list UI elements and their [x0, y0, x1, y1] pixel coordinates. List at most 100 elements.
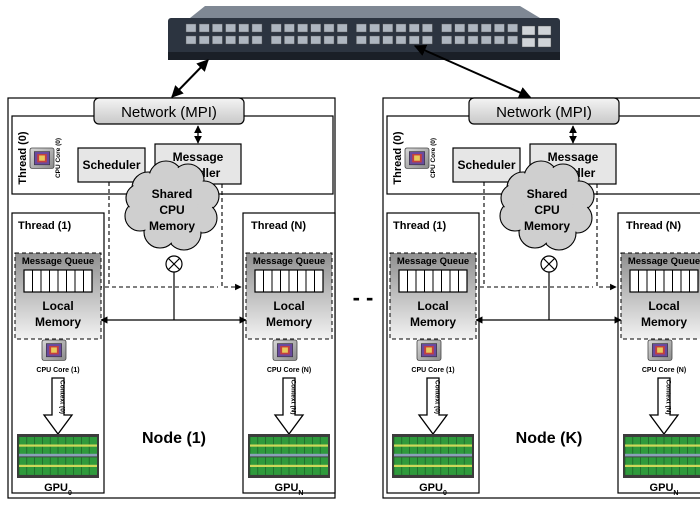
switch-uplink-port: [537, 25, 552, 36]
switch-port: [198, 23, 210, 33]
switch-port: [454, 23, 465, 33]
switch-port: [238, 35, 250, 45]
local-memory-line1: Local: [273, 299, 304, 313]
network-switch-icon: [168, 6, 560, 60]
thread-title: Thread (N): [626, 220, 681, 232]
switch-port: [337, 23, 348, 33]
switch-port: [198, 35, 210, 45]
switch-port: [297, 23, 308, 33]
cpu-chip-icon: [647, 339, 673, 361]
switch-port: [395, 35, 407, 45]
switch-port: [212, 23, 223, 33]
switch-port: [323, 23, 335, 33]
switch-port: [356, 35, 367, 45]
link-arrow-node1: [171, 59, 209, 98]
message-queue-label: Message Queue: [628, 256, 700, 267]
switch-port: [467, 35, 479, 45]
shared-memory-line2: CPU: [159, 203, 184, 217]
gpu-board-icon: [623, 434, 700, 478]
gpu-label: GPU0: [44, 482, 72, 497]
context-label: Context (N): [665, 379, 672, 414]
cpu-core-label: CPU Core (1): [411, 367, 454, 374]
switch-port: [284, 23, 295, 33]
switch-port: [185, 35, 197, 45]
shared-memory-line3: Memory: [149, 219, 195, 233]
message-queue-label: Message Queue: [397, 256, 469, 267]
context-arrow-icon: [42, 377, 74, 436]
switch-port: [356, 23, 367, 33]
switch-port: [507, 23, 518, 33]
switch-port: [297, 35, 308, 45]
cpu-chip-icon: [41, 339, 67, 361]
switch-port: [409, 35, 420, 45]
node-title: Node (1): [142, 430, 206, 447]
cpu-core-0-label: CPU Core (0): [55, 138, 62, 178]
switch-port: [467, 23, 479, 33]
switch-uplink-port: [521, 25, 536, 36]
switch-port: [441, 35, 452, 45]
scheduler-label: Scheduler: [82, 158, 140, 172]
context-label: Context (0): [59, 380, 66, 414]
node-ellipsis: - -: [353, 285, 374, 310]
switch-port: [238, 23, 250, 33]
message-queue-label: Message Queue: [22, 256, 94, 267]
local-memory-line2: Memory: [35, 315, 81, 329]
scheduler-label: Scheduler: [457, 158, 515, 172]
switch-uplink-port: [537, 37, 552, 48]
switch-port: [441, 23, 452, 33]
switch-port: [454, 35, 465, 45]
switch-port: [225, 35, 236, 45]
message-handler-line1: Message: [548, 150, 599, 164]
shared-memory-line2: CPU: [534, 203, 559, 217]
switch-port: [212, 35, 223, 45]
switch-port: [323, 35, 335, 45]
shared-memory-line3: Memory: [524, 219, 570, 233]
local-memory-line2: Memory: [410, 315, 456, 329]
network-mpi-box: [468, 97, 620, 125]
switch-port: [284, 35, 295, 45]
context-label: Context (N): [290, 379, 297, 414]
switch-port: [251, 23, 263, 33]
context-arrow-icon: [648, 377, 680, 436]
switch-port: [337, 35, 348, 45]
switch-port: [422, 23, 433, 33]
local-memory-line1: Local: [417, 299, 448, 313]
link-arrow-nodek: [413, 44, 532, 99]
gpu-label: GPUN: [650, 482, 679, 497]
local-memory-line2: Memory: [641, 315, 687, 329]
switch-port: [369, 23, 380, 33]
message-queue-label: Message Queue: [253, 256, 325, 267]
context-label: Context (0): [434, 380, 441, 414]
thread-title: Thread (1): [18, 220, 72, 232]
switch-port: [494, 35, 505, 45]
context-arrow-icon: [417, 377, 449, 436]
local-memory-line1: Local: [42, 299, 73, 313]
cpu-chip-icon: [416, 339, 442, 361]
thread-0-label: Thread (0): [392, 131, 404, 185]
switch-port: [271, 23, 282, 33]
node-title: Node (K): [516, 430, 583, 447]
network-mpi-label: Network (MPI): [496, 104, 592, 121]
switch-port: [422, 35, 433, 45]
thread-0-label: Thread (0): [17, 131, 29, 185]
gpu-board-icon: [392, 434, 474, 478]
switch-port: [507, 35, 518, 45]
switch-uplink-port: [521, 37, 536, 48]
network-mpi-label: Network (MPI): [121, 104, 217, 121]
shared-memory-line1: Shared: [152, 187, 193, 201]
local-memory-line1: Local: [648, 299, 679, 313]
gpu-label: GPUN: [275, 482, 304, 497]
cpu-chip-icon: [29, 147, 55, 169]
message-handler-line1: Message: [173, 150, 224, 164]
switch-port: [481, 35, 492, 45]
